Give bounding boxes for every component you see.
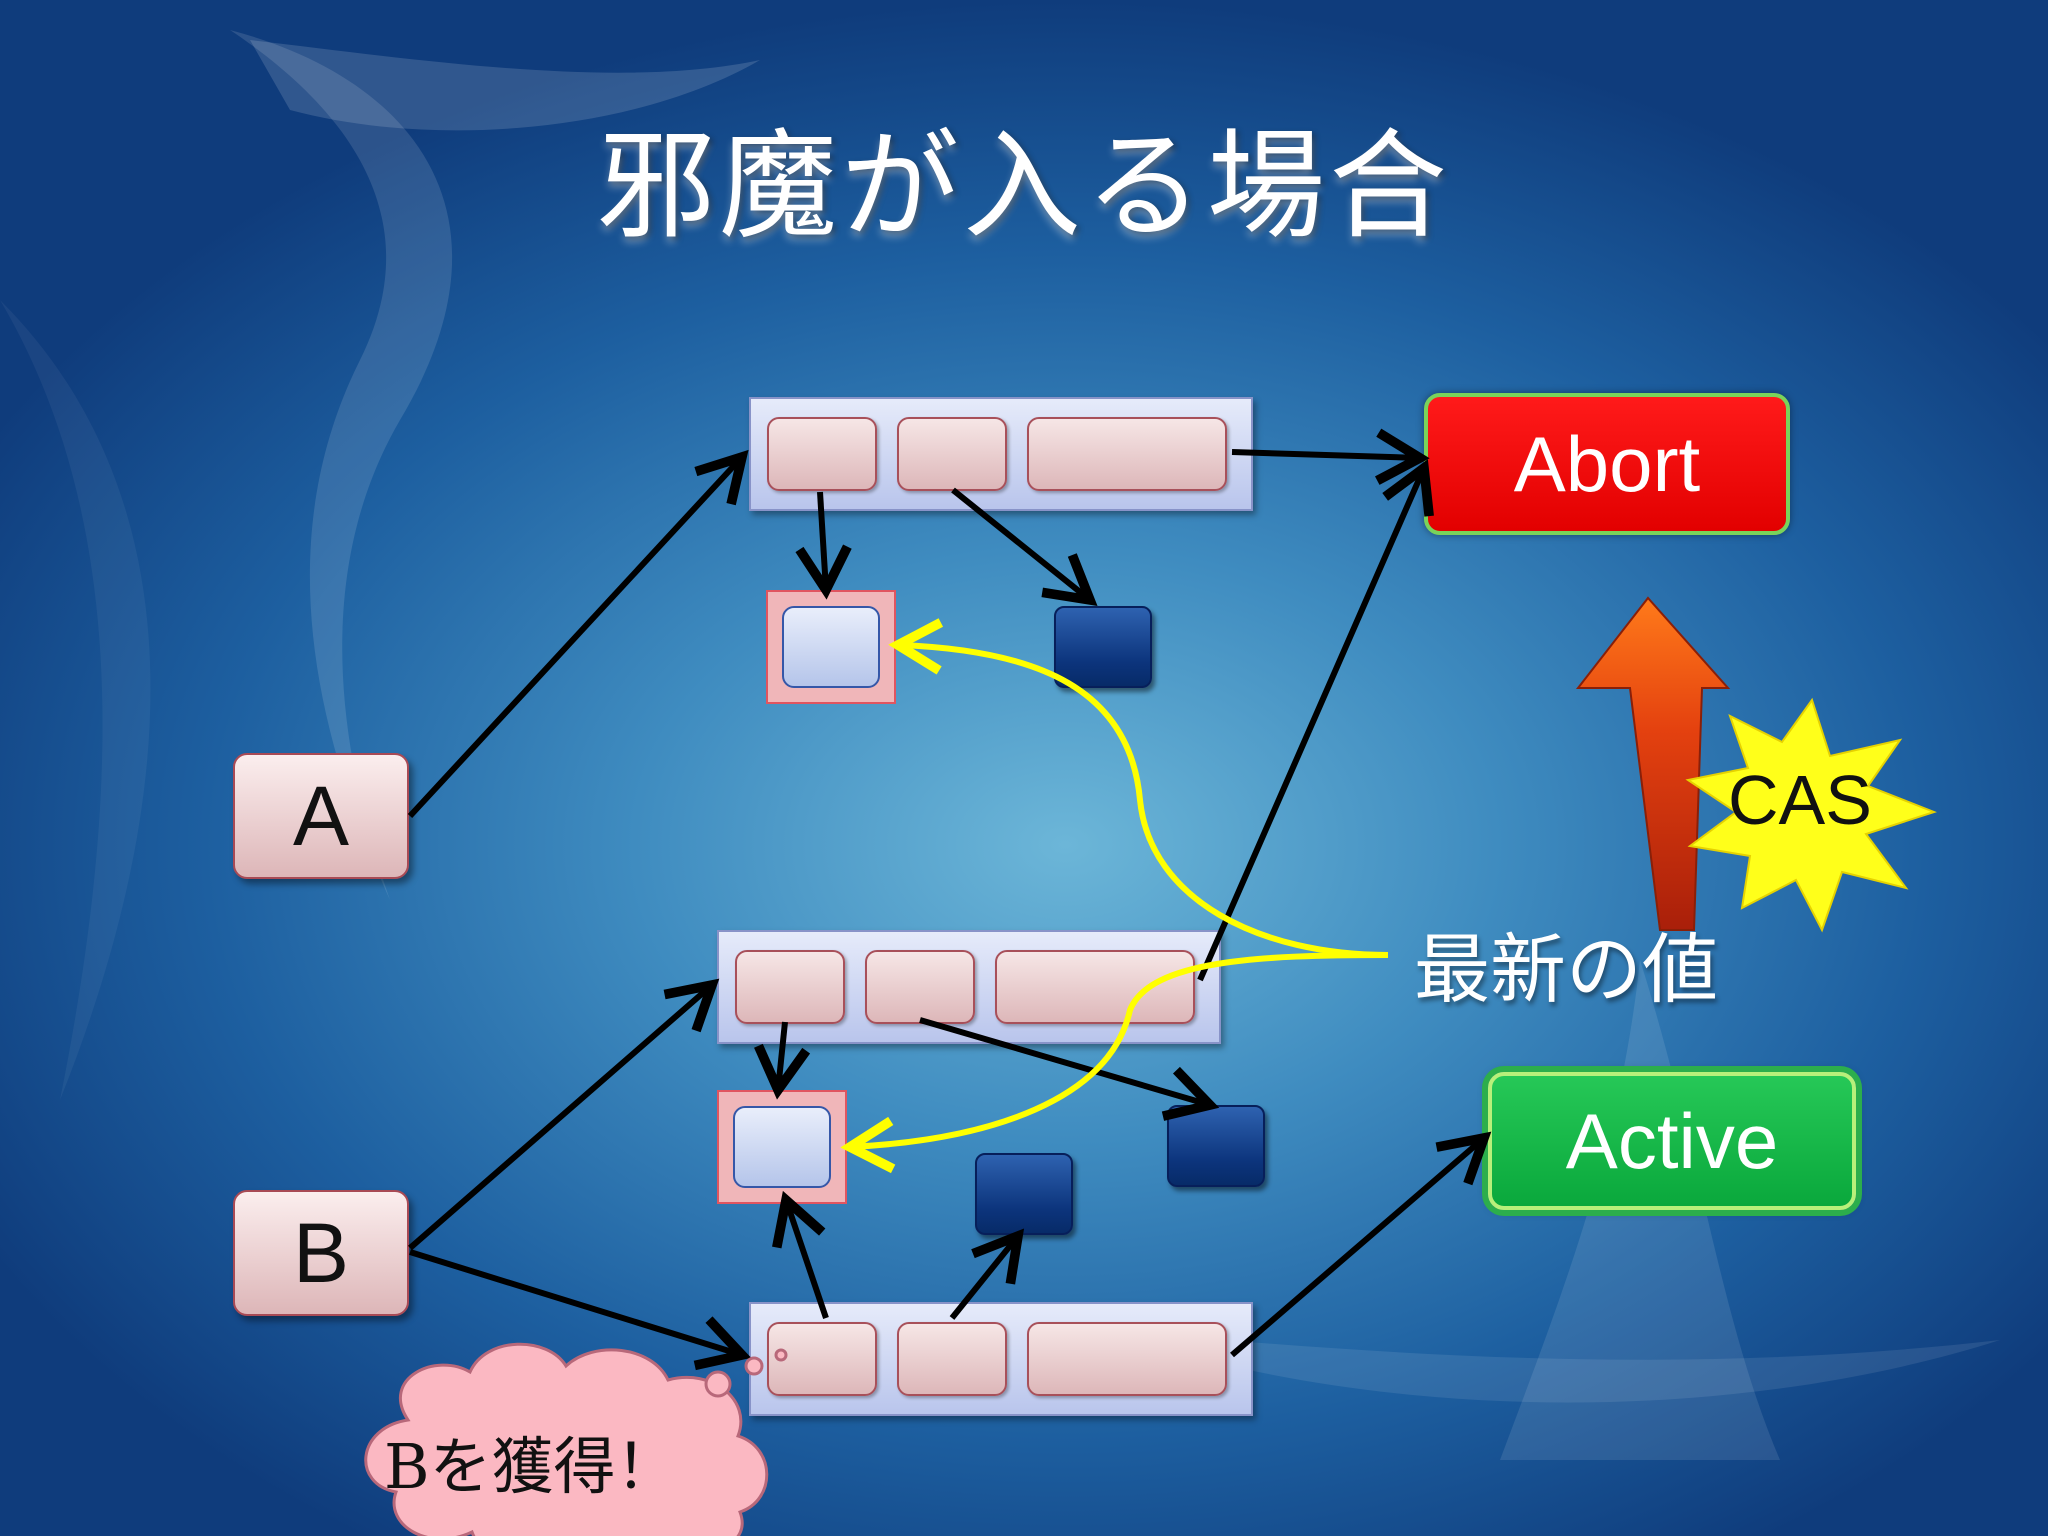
latest-value-tile-bottom	[733, 1106, 831, 1188]
value-block-top	[1054, 606, 1152, 688]
record-bottom-field-3	[1027, 1322, 1227, 1396]
value-block-bottom	[975, 1153, 1073, 1235]
abort-status: Abort	[1424, 393, 1790, 535]
record-top-field-1	[767, 417, 877, 491]
latest-value-frame-bottom	[717, 1090, 847, 1204]
record-middle	[717, 930, 1221, 1044]
latest-value-tile-top	[782, 606, 880, 688]
cas-label: CAS	[1728, 761, 1872, 839]
record-top-field-2	[897, 417, 1007, 491]
record-middle-field-1	[735, 950, 845, 1024]
record-bottom	[749, 1302, 1253, 1416]
record-bottom-field-2	[897, 1322, 1007, 1396]
record-middle-field-3	[995, 950, 1195, 1024]
record-top	[749, 397, 1253, 511]
record-middle-field-2	[865, 950, 975, 1024]
thread-b-box: B	[233, 1190, 409, 1316]
active-status: Active	[1488, 1072, 1856, 1210]
acquired-b-label: Bを獲得！	[384, 1430, 678, 1503]
thread-a-box: A	[233, 753, 409, 879]
slide-title: 邪魔が入る場合	[596, 117, 1451, 255]
record-bottom-field-1	[767, 1322, 877, 1396]
latest-value-label: 最新の値	[1414, 925, 1718, 1014]
latest-value-frame-top	[766, 590, 896, 704]
value-block-middle	[1167, 1105, 1265, 1187]
record-top-field-3	[1027, 417, 1227, 491]
